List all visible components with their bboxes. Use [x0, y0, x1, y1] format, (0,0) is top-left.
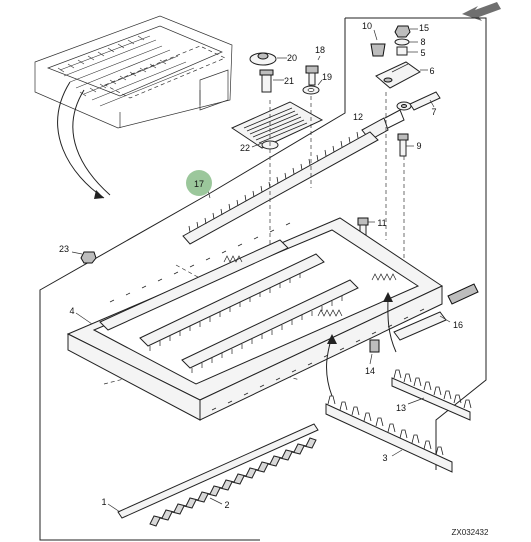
part-15-nut	[394, 25, 418, 38]
part-13-comb-strip	[391, 369, 472, 421]
callout-2: 2	[224, 500, 229, 510]
callout-11: 11	[377, 218, 386, 228]
callout-16: 16	[453, 320, 463, 330]
callout-9: 9	[416, 141, 421, 151]
part-14-clip	[369, 339, 380, 365]
callout-12: 12	[353, 112, 363, 122]
callout-badge-17: 17	[186, 170, 212, 196]
callout-4: 4	[69, 306, 74, 316]
insertion-arrows	[326, 292, 397, 397]
part-19-washer	[302, 79, 323, 95]
part-4-frame	[66, 217, 444, 421]
callout-21: 21	[284, 76, 294, 86]
callout-7: 7	[431, 107, 436, 117]
callout-18: 18	[315, 45, 325, 55]
part-21-pin	[259, 69, 284, 93]
callout-14: 14	[365, 366, 375, 376]
callout-badge-text: 17	[194, 179, 204, 189]
part-16-strips	[393, 283, 479, 341]
part-22-cover-plate	[230, 101, 324, 150]
callout-6: 6	[429, 66, 434, 76]
part-5-spacer	[396, 46, 418, 56]
callout-19: 19	[322, 72, 332, 82]
part-7-rod	[396, 91, 441, 111]
callout-23: 23	[59, 244, 69, 254]
callout-13: 13	[396, 403, 406, 413]
callout-3: 3	[382, 453, 387, 463]
callout-5: 5	[420, 48, 425, 58]
part-1-rod	[107, 423, 319, 519]
part-6-bracket	[375, 61, 428, 89]
part-8-washer	[394, 38, 418, 46]
part-20-knob	[249, 52, 287, 66]
thumbnail-to-assembly-arrows	[57, 81, 111, 199]
callout-10: 10	[362, 21, 372, 31]
part-10-cap	[370, 29, 386, 57]
callout-8: 8	[420, 37, 425, 47]
detail-frame-outline	[39, 17, 487, 541]
reference-code: ZX032432	[452, 528, 489, 537]
overview-thumbnail	[34, 15, 233, 129]
part-23-nut	[71, 251, 97, 264]
part-18-bolt	[305, 55, 321, 86]
callout-15: 15	[419, 23, 429, 33]
part-17-toothed-bar	[182, 131, 379, 245]
callout-20: 20	[287, 53, 297, 63]
pointer-arrow-icon	[462, 2, 501, 21]
callout-22: 22	[240, 143, 250, 153]
part-2-spiral	[149, 437, 317, 527]
part-9-bolt	[397, 133, 414, 157]
part-3-comb-strip	[325, 395, 453, 473]
callout-1: 1	[101, 497, 106, 507]
